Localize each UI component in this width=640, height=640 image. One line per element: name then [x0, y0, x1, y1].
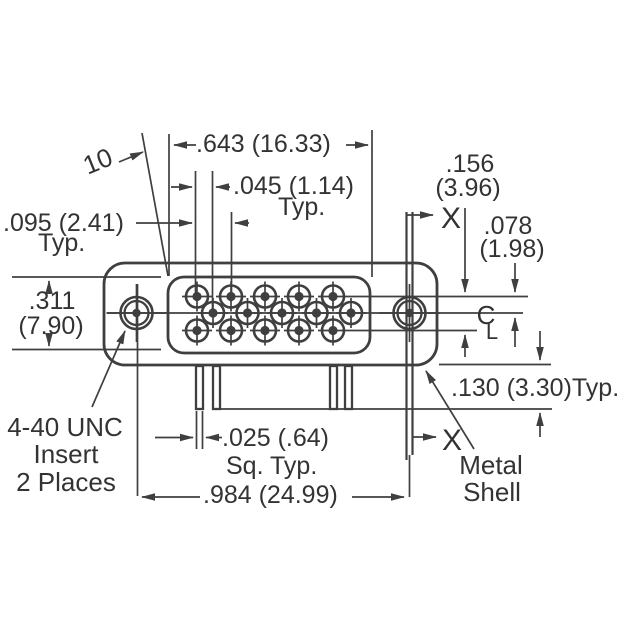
pcb-pin: [194, 364, 205, 411]
dim-row-to-center-mm: (1.98): [479, 235, 544, 263]
dim-row-to-center-in: .078: [484, 212, 533, 240]
shell-note-line2: Shell: [463, 477, 521, 507]
slanted-edge-extension: [141, 132, 169, 277]
pin-contact: [301, 298, 332, 328]
pin-contact: [182, 315, 212, 346]
dim-pin-pitch-label: .095 (2.41): [3, 209, 124, 237]
dimension-text: 10 .643 (16.33) .045 (1.14) Typ. .095 (2…: [3, 130, 619, 509]
mounting-hole: [379, 284, 440, 342]
pcb-pin: [328, 364, 339, 411]
pin-contact: [232, 298, 263, 328]
leader-angle-10: [118, 151, 144, 163]
section-label-top: X: [441, 202, 461, 235]
pin-contacts: [182, 281, 366, 346]
insert-outline: [166, 275, 372, 355]
leader-metal-shell: [425, 370, 475, 450]
pin-contact: [216, 281, 246, 312]
dim-pin-size-typ: Sq. Typ.: [226, 452, 317, 480]
dim-pin-size-label: .025 (.64): [222, 424, 329, 452]
centerline-symbol-c: C: [477, 300, 496, 330]
shell-note-line1: Metal: [459, 450, 523, 480]
mount-note-line2: Insert: [33, 439, 99, 469]
pin-contact: [182, 281, 212, 312]
pin-contact: [216, 315, 246, 346]
dim-mount-spacing-label: .984 (24.99): [203, 481, 338, 509]
dim-opening-height-mm: (7.90): [18, 312, 83, 340]
dim-row-stagger-label: .045 (1.14): [233, 172, 354, 200]
pin-contact: [250, 281, 280, 312]
pin-contact: [284, 315, 314, 346]
pin-contact: [318, 315, 348, 346]
pin-contact: [318, 281, 348, 312]
dim-opening-width-label: .643 (16.33): [196, 130, 331, 158]
mounting-holes: [106, 284, 440, 342]
pin-contact: [267, 298, 297, 328]
shell-body-outline: [102, 261, 439, 367]
pin-contact: [250, 315, 280, 346]
section-label-bottom: X: [442, 424, 462, 457]
dim-row-span-in: .156: [446, 150, 495, 178]
mount-note-line3: 2 Places: [16, 467, 116, 497]
centerline-symbol-l: L: [486, 319, 498, 344]
pin-contact: [198, 298, 228, 328]
connector-outlines: [102, 212, 439, 460]
leader-mount-insert: [91, 330, 126, 408]
pin-contact: [284, 281, 314, 312]
mounting-hole: [106, 284, 167, 342]
pin-contact: [336, 298, 366, 328]
dim-shell-offset-label: .130 (3.30)Typ.: [451, 374, 619, 402]
dim-opening-height-in: .311: [29, 287, 76, 315]
pcb-pin: [211, 364, 222, 411]
dim-row-span-mm: (3.96): [435, 174, 500, 202]
dim-pin-pitch-typ: Typ.: [38, 229, 85, 257]
mount-note-line1: 4-40 UNC: [7, 412, 123, 442]
pcb-pin: [343, 364, 354, 411]
dim-row-stagger-typ: Typ.: [278, 193, 325, 221]
